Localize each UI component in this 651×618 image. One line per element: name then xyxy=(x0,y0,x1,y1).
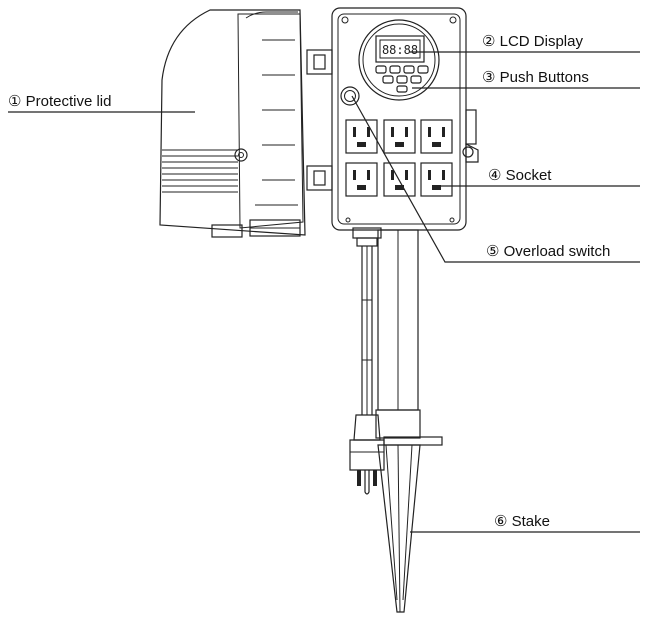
socket xyxy=(383,162,416,197)
label-protective-lid: ① Protective lid xyxy=(8,93,111,110)
label-stake: ⑥ Stake xyxy=(494,513,550,530)
hinge xyxy=(306,49,333,191)
lcd-display: 88:88 xyxy=(375,35,425,63)
label-overload-switch: ⑤ Overload switch xyxy=(486,243,610,260)
label-lcd-display: ② LCD Display xyxy=(482,33,583,50)
socket xyxy=(383,119,416,154)
power-cord xyxy=(352,227,382,415)
push-buttons xyxy=(375,65,429,93)
leader-lines xyxy=(8,51,640,533)
lcd-readout: 88:88 xyxy=(382,43,418,57)
overload-switch xyxy=(340,86,360,106)
label-push-buttons: ③ Push Buttons xyxy=(482,69,589,86)
timer-housing xyxy=(331,7,479,231)
socket xyxy=(420,162,453,197)
stake xyxy=(375,229,443,613)
protective-lid xyxy=(159,9,306,238)
socket xyxy=(345,119,378,154)
sockets xyxy=(345,119,453,197)
socket xyxy=(420,119,453,154)
label-socket: ④ Socket xyxy=(488,167,552,184)
socket xyxy=(345,162,378,197)
leader-overload-switch xyxy=(351,95,640,263)
timer-module xyxy=(358,19,440,101)
